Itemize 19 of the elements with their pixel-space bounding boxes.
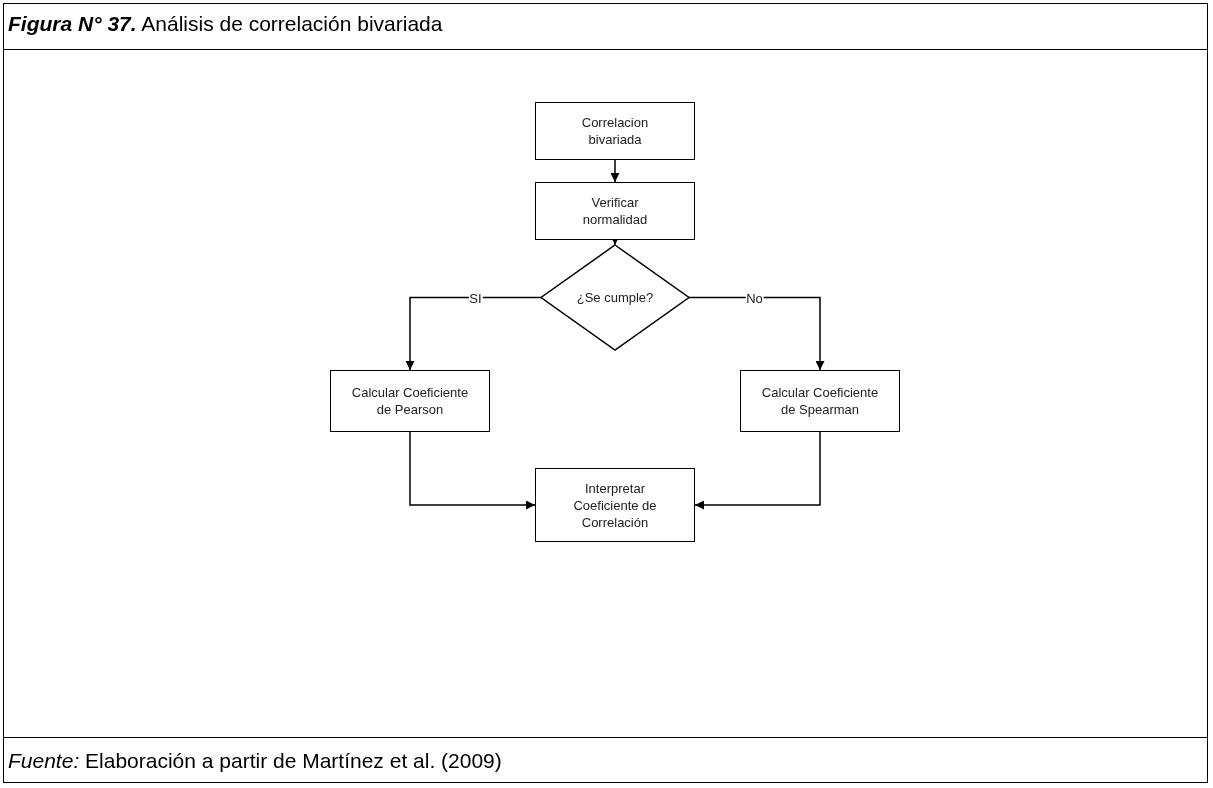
process-box [740,370,900,432]
node-label: Verificar normalidad [581,194,649,228]
process-box [330,370,490,432]
arrow [409,431,536,510]
figure-title: Figura N° 37. Análisis de correlación bivariada [8,12,443,36]
decision-diamond [541,245,689,350]
node-label: ¿Se cumple? [576,289,654,306]
node-label: Calcular Coeficiente de Pearson [350,384,470,418]
node-label: Calcular Coeficiente de Spearman [760,384,880,418]
arrow [688,296,825,371]
process-box [535,468,695,542]
node-label: Correlacion bivariada [580,114,650,148]
source-caption: Fuente: Elaboración a partir de Martínez et al. (2009) [8,749,502,773]
process-box [535,102,695,160]
node-label: Interpretar Coeficiente de Correlación [572,479,658,531]
arrow [610,159,620,183]
process-box [535,182,695,240]
arrow [405,296,542,371]
arrow [694,431,821,510]
